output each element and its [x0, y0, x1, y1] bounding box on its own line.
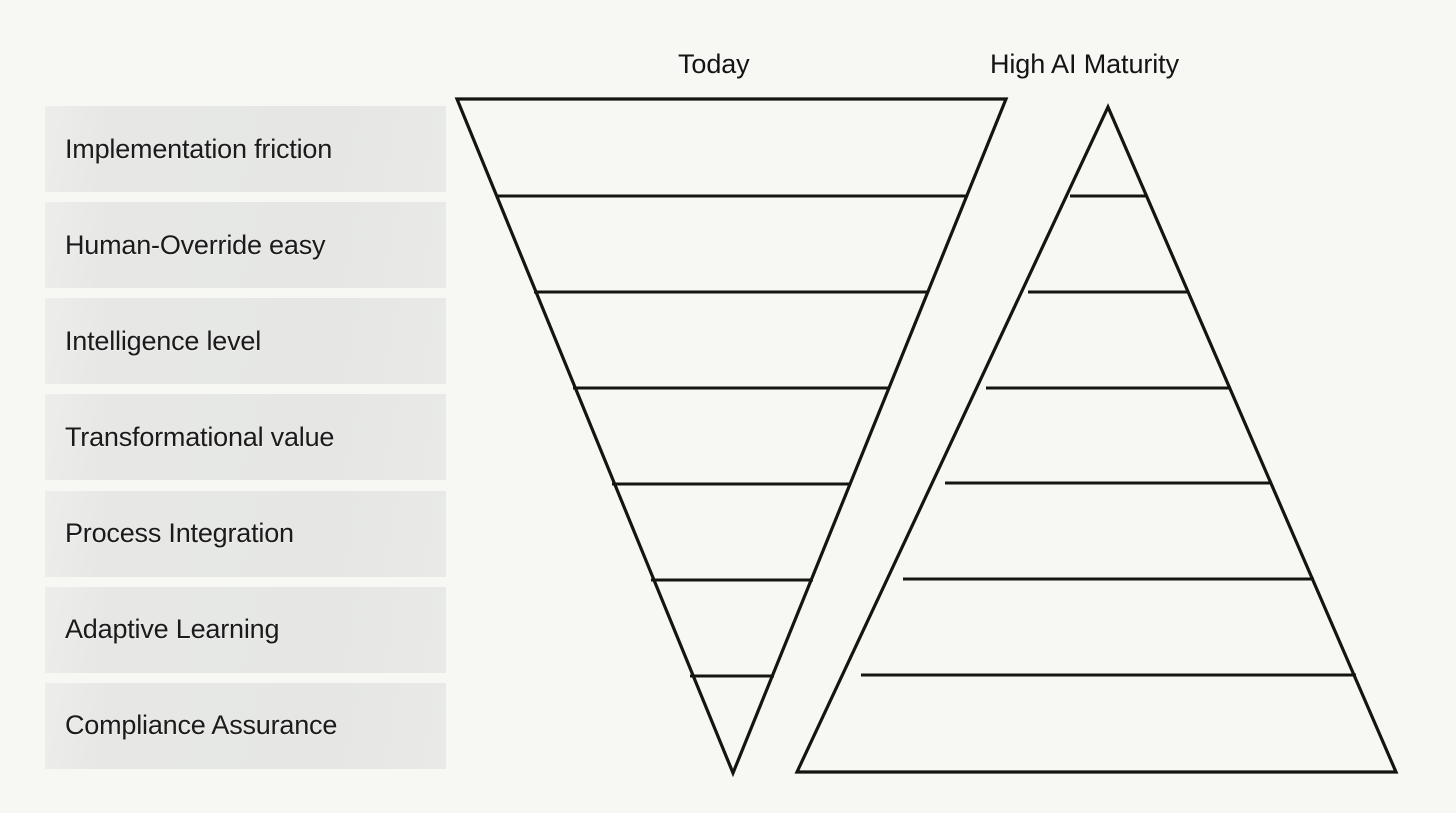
label-chip-text: Intelligence level — [65, 325, 262, 356]
upright-pyramid-high-ai-maturity — [794, 103, 1399, 774]
label-chip-intelligence-level[interactable]: Intelligence level — [45, 298, 446, 385]
label-chip-implementation-friction[interactable]: Implementation friction — [45, 106, 446, 192]
label-chip-text: Adaptive Learning — [65, 614, 280, 645]
inverted-pyramid-outline — [454, 97, 1009, 778]
label-chip-process-integration[interactable]: Process Integration — [45, 490, 446, 577]
upright-pyramid-outline — [794, 103, 1399, 774]
label-chip-text: Process Integration — [65, 518, 294, 549]
inverted-pyramid-today — [454, 97, 1009, 778]
label-chip-adaptive-learning[interactable]: Adaptive Learning — [45, 586, 446, 673]
label-chip-transformational-value[interactable]: Transformational value — [45, 394, 446, 481]
label-chip-text: Implementation friction — [65, 133, 333, 164]
label-chip-text: Compliance Assurance — [65, 710, 338, 741]
label-chip-text: Transformational value — [65, 421, 335, 452]
column-heading-high-ai-maturity: High AI Maturity — [990, 49, 1179, 79]
label-chip-human-override-easy[interactable]: Human-Override easy — [45, 202, 446, 289]
label-chip-compliance-assurance[interactable]: Compliance Assurance — [45, 682, 446, 769]
label-column: Implementation friction Human-Override e… — [45, 106, 446, 769]
label-chip-text: Human-Override easy — [65, 229, 326, 260]
column-heading-today: Today — [678, 49, 750, 79]
